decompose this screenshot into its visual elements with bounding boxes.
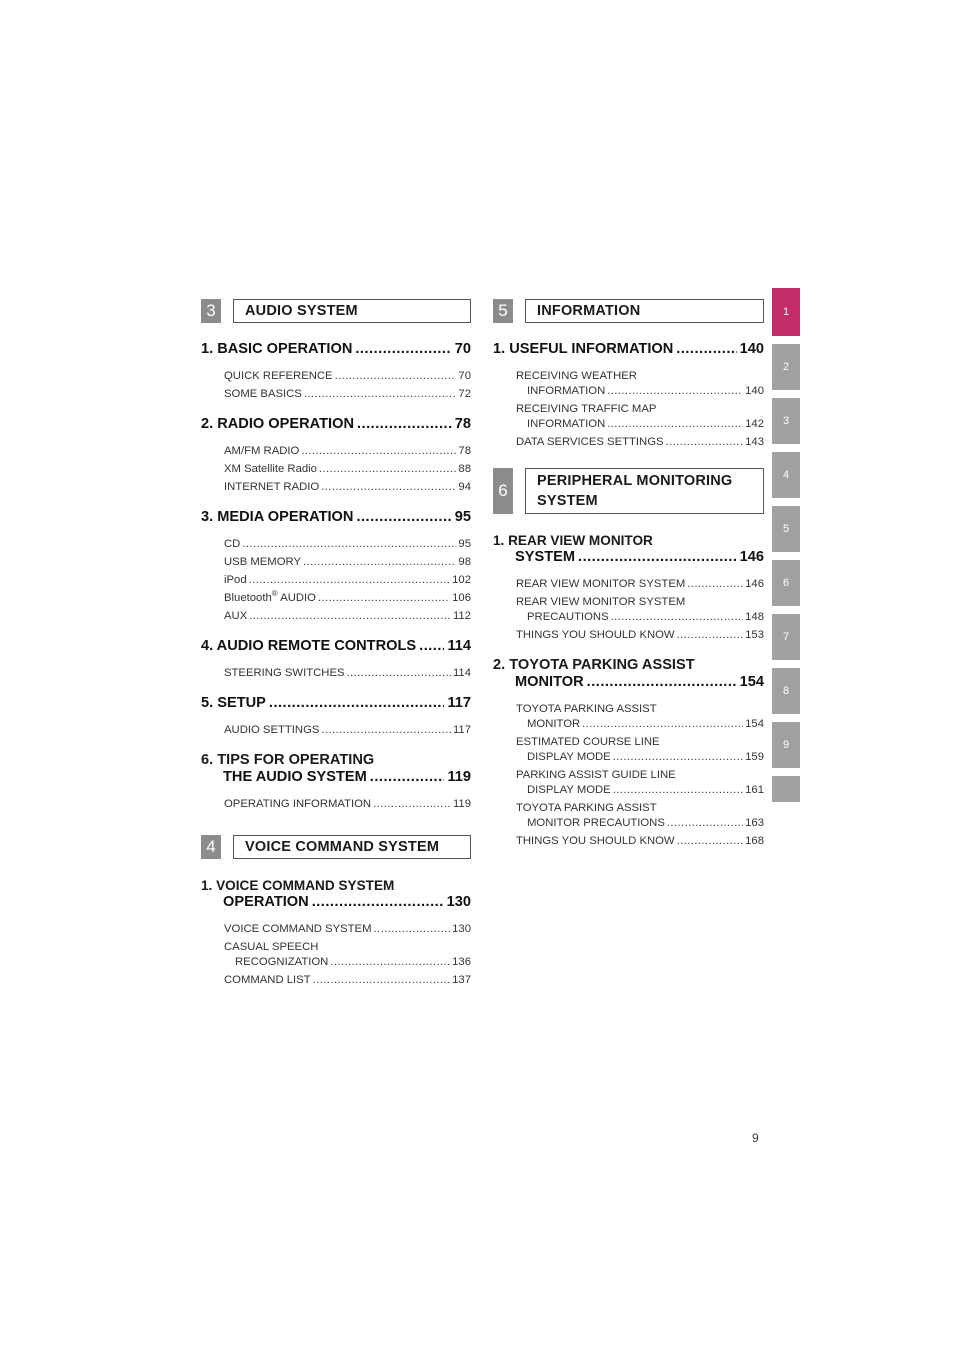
chapter-tab-5[interactable]: 5: [772, 506, 800, 552]
toc-subentry[interactable]: Bluetooth® AUDIO106: [224, 590, 471, 606]
toc-subentry[interactable]: PARKING ASSIST GUIDE LINE DISPLAY MODE16…: [516, 768, 764, 798]
toc-subentry[interactable]: AUX112: [224, 609, 471, 624]
chapter-tab-6[interactable]: 6: [772, 560, 800, 606]
toc-subentry[interactable]: ESTIMATED COURSE LINE DISPLAY MODE159: [516, 735, 764, 765]
section-number: 4: [201, 835, 221, 859]
toc-subentry[interactable]: THINGS YOU SHOULD KNOW168: [516, 834, 764, 849]
toc-subentry[interactable]: RECEIVING TRAFFIC MAP INFORMATION142: [516, 402, 764, 432]
section-number: 3: [201, 299, 221, 323]
chapter-tab-index[interactable]: [772, 776, 800, 802]
toc-subentry[interactable]: XM Satellite Radio88: [224, 462, 471, 477]
toc-right-column: 5 INFORMATION 1. USEFUL INFORMATION140 R…: [493, 299, 764, 849]
toc-entry-media-operation[interactable]: 3. MEDIA OPERATION95: [201, 509, 471, 526]
toc-subentry[interactable]: THINGS YOU SHOULD KNOW153: [516, 628, 764, 643]
section-title: VOICE COMMAND SYSTEM: [233, 835, 471, 859]
toc-subentry[interactable]: REAR VIEW MONITOR SYSTEM146: [516, 577, 764, 592]
chapter-tab-2[interactable]: 2: [772, 344, 800, 390]
chapter-tab-4[interactable]: 4: [772, 452, 800, 498]
toc-entry-toyota-parking-assist-monitor[interactable]: 2. TOYOTA PARKING ASSIST MONITOR154: [493, 657, 764, 691]
chapter-tab-8[interactable]: 8: [772, 668, 800, 714]
section-title: INFORMATION: [525, 299, 764, 323]
section-header-voice-command-system: 4 VOICE COMMAND SYSTEM: [201, 835, 471, 859]
section-header-information: 5 INFORMATION: [493, 299, 764, 323]
toc-subentry[interactable]: OPERATING INFORMATION119: [224, 797, 471, 812]
section-number: 5: [493, 299, 513, 323]
section-header-audio-system: 3 AUDIO SYSTEM: [201, 299, 471, 323]
toc-subentry[interactable]: VOICE COMMAND SYSTEM130: [224, 922, 471, 937]
toc-subentry[interactable]: STEERING SWITCHES114: [224, 666, 471, 681]
chapter-tab-7[interactable]: 7: [772, 614, 800, 660]
chapter-tab-3[interactable]: 3: [772, 398, 800, 444]
toc-subentry[interactable]: QUICK REFERENCE70: [224, 369, 471, 384]
toc-entry-audio-remote-controls[interactable]: 4. AUDIO REMOTE CONTROLS114: [201, 638, 471, 655]
toc-entry-setup[interactable]: 5. SETUP117: [201, 695, 471, 712]
toc-subentry[interactable]: TOYOTA PARKING ASSIST MONITOR PRECAUTION…: [516, 801, 764, 831]
toc-subentry[interactable]: RECEIVING WEATHER INFORMATION140: [516, 369, 764, 399]
toc-subentry[interactable]: AM/FM RADIO78: [224, 444, 471, 459]
toc-subentry[interactable]: USB MEMORY98: [224, 555, 471, 570]
toc-subentry[interactable]: CD95: [224, 537, 471, 552]
toc-subentry[interactable]: SOME BASICS72: [224, 387, 471, 402]
toc-subentry[interactable]: DATA SERVICES SETTINGS143: [516, 435, 764, 450]
toc-entry-tips-for-operating[interactable]: 6. TIPS FOR OPERATING THE AUDIO SYSTEM11…: [201, 752, 471, 786]
toc-subentry[interactable]: REAR VIEW MONITOR SYSTEM PRECAUTIONS148: [516, 595, 764, 625]
toc-entry-voice-command-operation[interactable]: 1. VOICE COMMAND SYSTEM OPERATION130: [201, 877, 471, 911]
section-title: PERIPHERAL MONITORING SYSTEM: [525, 468, 764, 514]
toc-entry-radio-operation[interactable]: 2. RADIO OPERATION78: [201, 416, 471, 433]
toc-subentry[interactable]: iPod102: [224, 573, 471, 588]
toc-subentry[interactable]: TOYOTA PARKING ASSIST MONITOR154: [516, 702, 764, 732]
toc-subentry[interactable]: CASUAL SPEECH RECOGNIZATION136: [224, 940, 471, 970]
toc-subentry[interactable]: INTERNET RADIO94: [224, 480, 471, 495]
chapter-tab-1[interactable]: 1: [772, 288, 800, 336]
toc-entry-useful-information[interactable]: 1. USEFUL INFORMATION140: [493, 341, 764, 358]
toc-subentry[interactable]: AUDIO SETTINGS117: [224, 723, 471, 738]
section-title: AUDIO SYSTEM: [233, 299, 471, 323]
toc-left-column: 3 AUDIO SYSTEM 1. BASIC OPERATION70 QUIC…: [201, 299, 471, 988]
toc-entry-basic-operation[interactable]: 1. BASIC OPERATION70: [201, 341, 471, 358]
section-header-peripheral-monitoring-system: 6 PERIPHERAL MONITORING SYSTEM: [493, 468, 764, 514]
section-number: 6: [493, 468, 513, 514]
page-number: 9: [752, 1131, 759, 1145]
chapter-tabs: 1 2 3 4 5 6 7 8 9: [772, 288, 800, 810]
toc-entry-rear-view-monitor-system[interactable]: 1. REAR VIEW MONITOR SYSTEM146: [493, 532, 764, 566]
chapter-tab-9[interactable]: 9: [772, 722, 800, 768]
toc-subentry[interactable]: COMMAND LIST137: [224, 973, 471, 988]
